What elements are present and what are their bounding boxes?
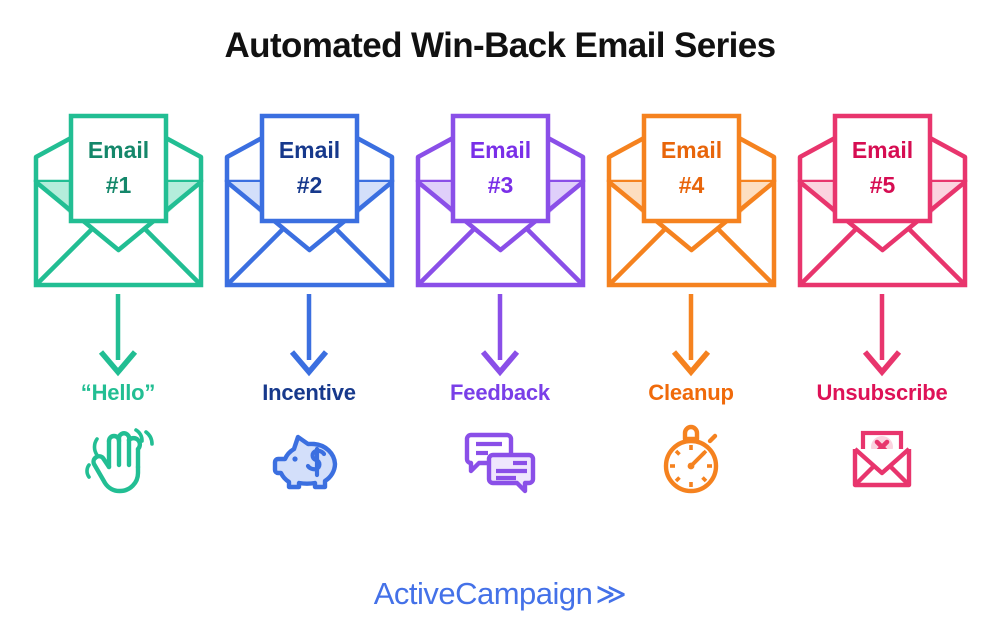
email-step-5: Email #5 Unsubscribe bbox=[790, 110, 974, 498]
envelope-2: Email #2 bbox=[222, 110, 397, 290]
chevron-right-icon: ≫ bbox=[595, 578, 627, 611]
envelope-label-line2: #2 bbox=[296, 172, 322, 198]
step-label-3: Feedback bbox=[450, 380, 550, 405]
envelope-label-line1: Email bbox=[87, 137, 148, 163]
envelope-label-line2: #3 bbox=[487, 172, 513, 198]
step-label-1: “Hello” bbox=[80, 380, 156, 405]
stopwatch-icon bbox=[649, 420, 733, 498]
envelope-label-line1: Email bbox=[469, 137, 530, 163]
envelope-5: Email #5 bbox=[795, 110, 970, 290]
email-step-2: Email #2 Incentive bbox=[217, 110, 401, 498]
chat-bubbles-icon bbox=[458, 420, 542, 498]
piggy-bank-icon bbox=[267, 420, 351, 498]
arrow-down-5 bbox=[852, 292, 912, 378]
waving-hand-icon bbox=[76, 420, 160, 498]
email-step-3: Email #3 Feedback bbox=[408, 110, 592, 498]
arrow-down-4 bbox=[661, 292, 721, 378]
step-label-4: Cleanup bbox=[648, 380, 734, 405]
envelope-label-line2: #1 bbox=[105, 172, 131, 198]
email-step-4: Email #4 Cleanup bbox=[599, 110, 783, 498]
envelope-label-line2: #5 bbox=[869, 172, 895, 198]
envelope-label-line1: Email bbox=[660, 137, 721, 163]
envelope-x-icon bbox=[840, 420, 924, 498]
arrow-down-2 bbox=[279, 292, 339, 378]
email-step-1: Email #1 “Hello” bbox=[26, 110, 210, 498]
envelope-label-line1: Email bbox=[278, 137, 339, 163]
step-label-2: Incentive bbox=[262, 380, 356, 405]
step-label-5: Unsubscribe bbox=[816, 380, 948, 405]
arrow-down-3 bbox=[470, 292, 530, 378]
arrow-down-1 bbox=[88, 292, 148, 378]
activecampaign-logo: ActiveCampaign≫ bbox=[0, 576, 1000, 612]
envelope-4: Email #4 bbox=[604, 110, 779, 290]
envelope-1: Email #1 bbox=[31, 110, 206, 290]
envelope-label-line1: Email bbox=[851, 137, 912, 163]
envelope-3: Email #3 bbox=[413, 110, 588, 290]
email-series-columns: Email #1 “Hello” bbox=[0, 110, 1000, 498]
envelope-label-line2: #4 bbox=[678, 172, 704, 198]
page-title: Automated Win-Back Email Series bbox=[224, 26, 777, 65]
brand-name: ActiveCampaign bbox=[373, 576, 593, 611]
